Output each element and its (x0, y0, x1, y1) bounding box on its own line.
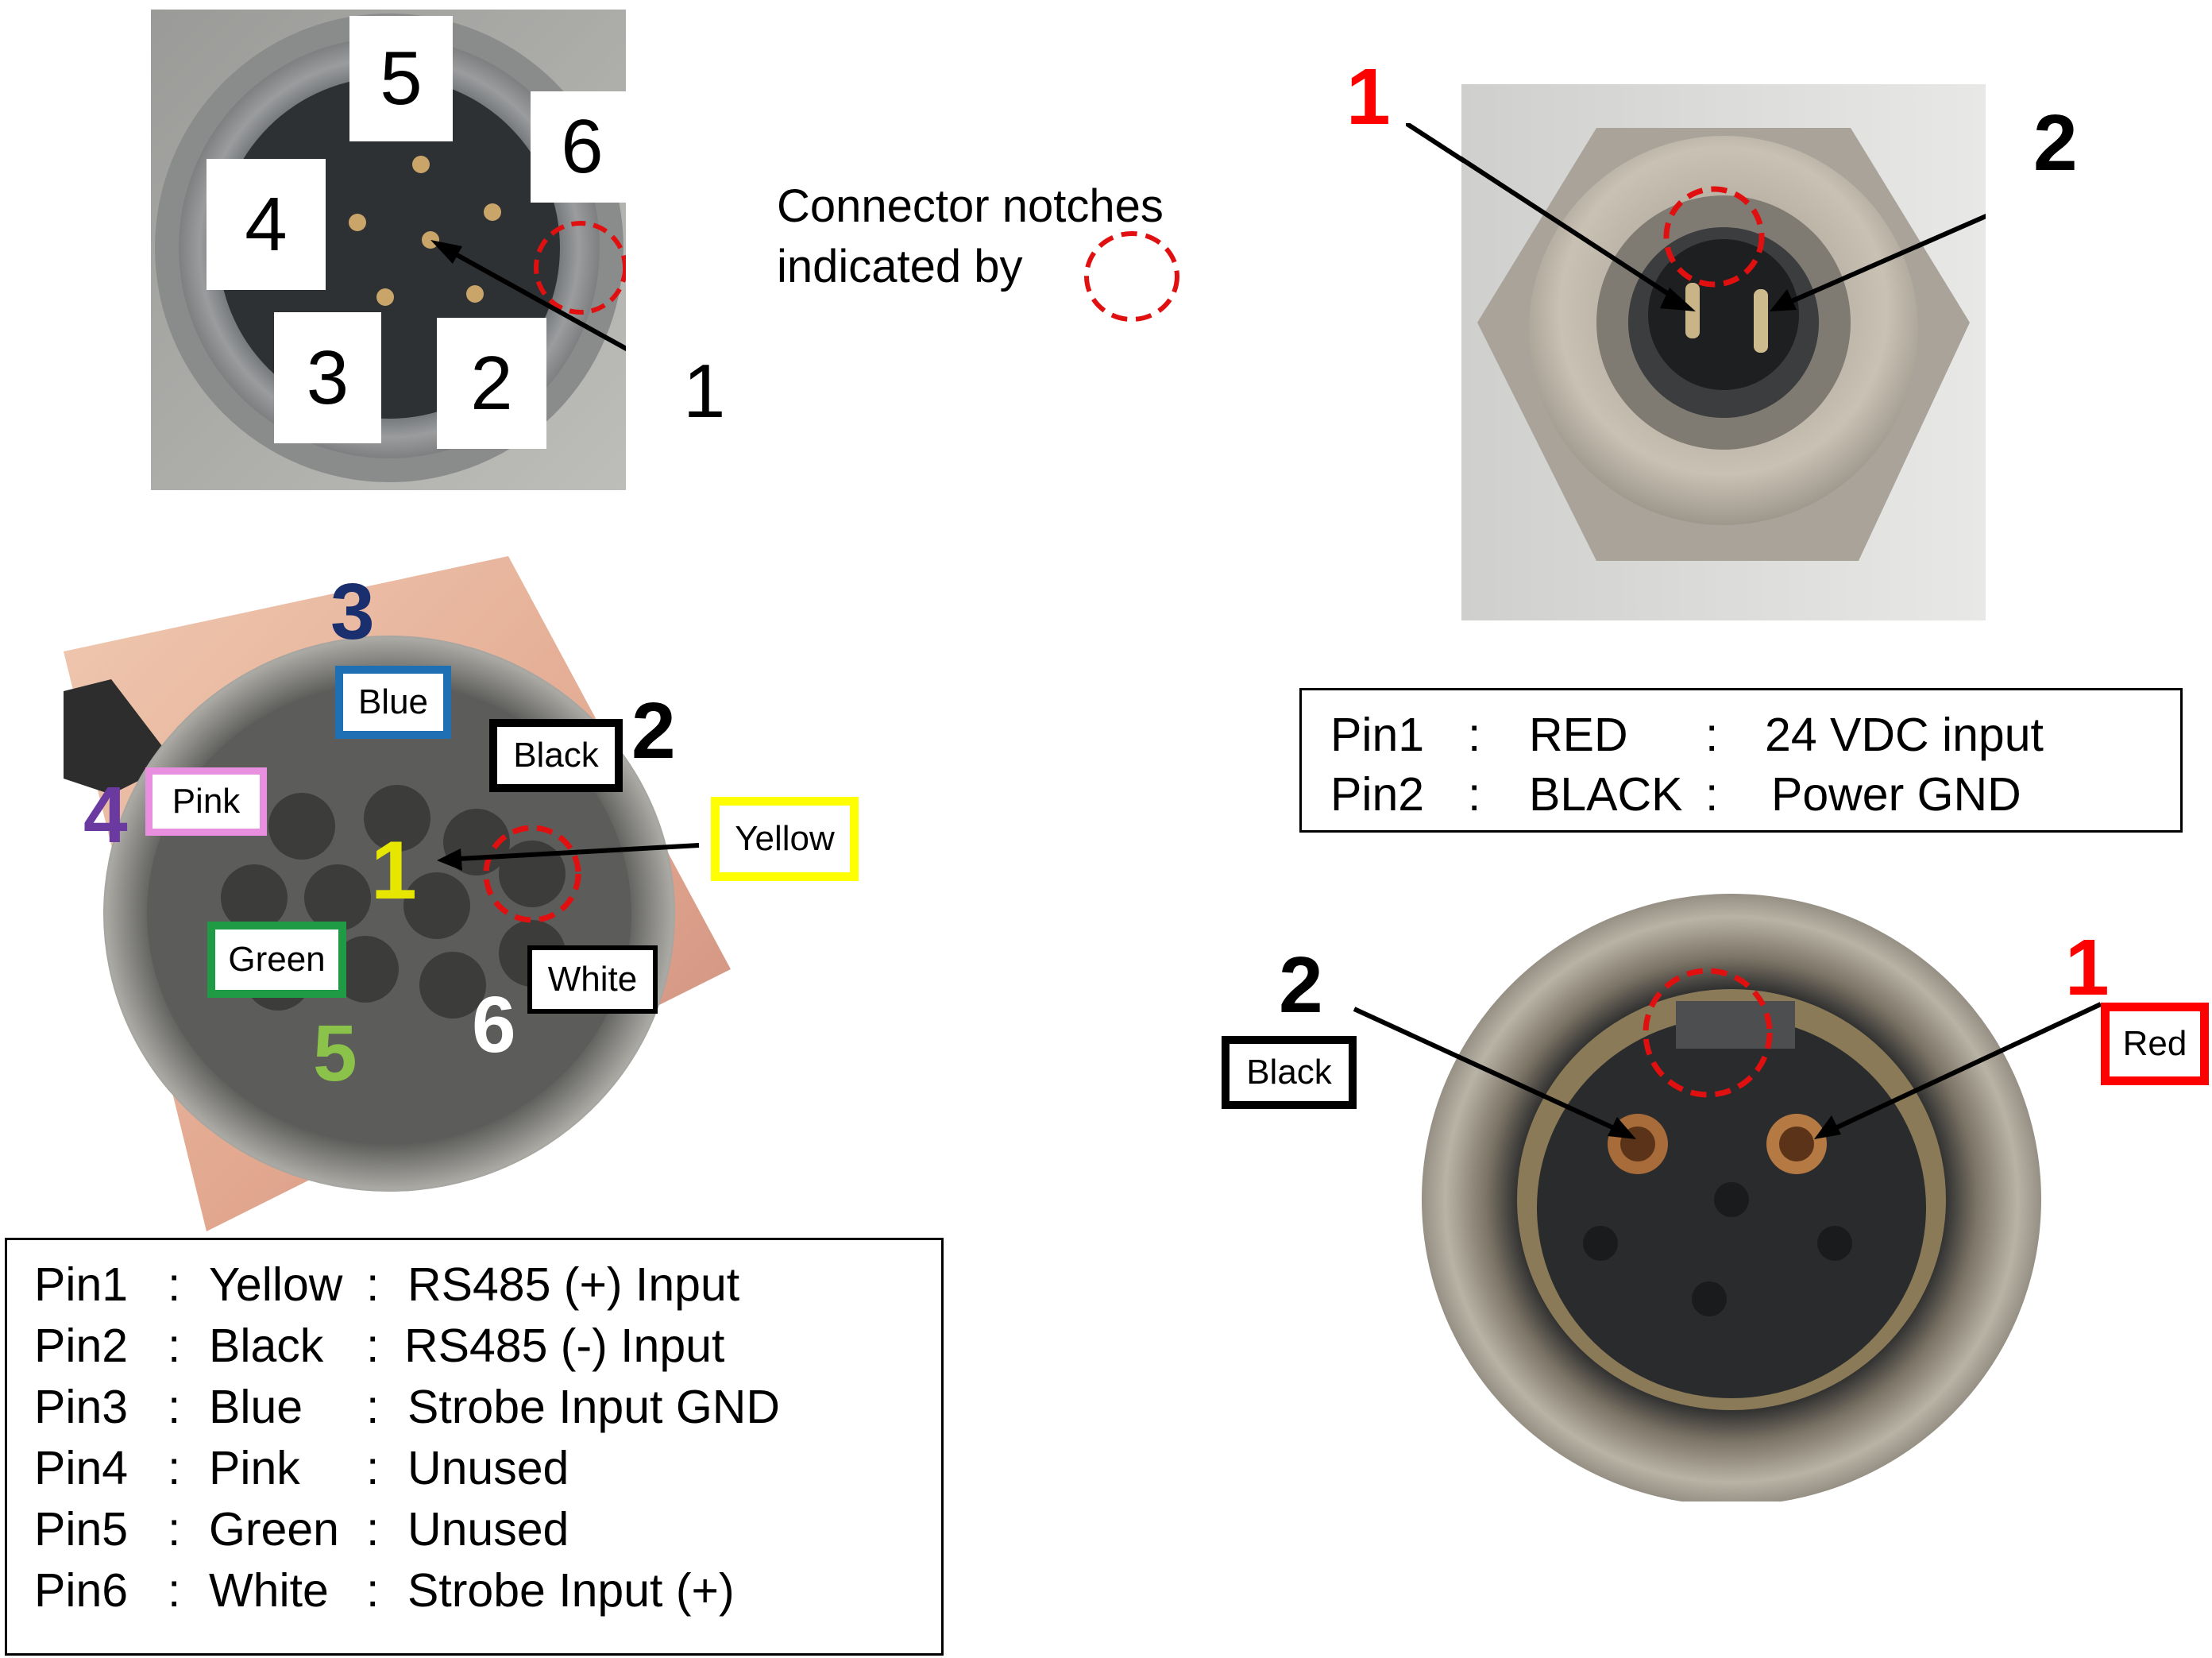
sep-cell: : (366, 1442, 380, 1494)
pin-cell: Pin2 (34, 1320, 129, 1372)
desc-cell: Unused (407, 1503, 569, 1556)
pin-cell: Pin1 (1330, 709, 1425, 761)
color-cell: Pink (209, 1442, 300, 1494)
sep-cell: : (168, 1564, 181, 1617)
color-cell: Green (209, 1503, 339, 1556)
sep-cell: : (366, 1320, 380, 1372)
wire-tag-yellow: Yellow (711, 797, 859, 881)
pin-number-1: 1 (683, 349, 726, 434)
pin-cell: Pin6 (34, 1564, 129, 1617)
color-cell: BLACK (1529, 768, 1683, 821)
pointer-arrow (437, 242, 626, 352)
desc-cell: RS485 (-) Input (404, 1320, 725, 1372)
power-pin-number-1: 1 (1346, 52, 1391, 141)
pin-cell: Pin3 (34, 1381, 129, 1433)
power-pin-table: Pin1 : RED : 24 VDC input Pin2 : BLACK :… (1299, 688, 2183, 833)
sep-cell: : (168, 1381, 181, 1433)
sep-cell: : (1468, 768, 1481, 821)
sep-cell: : (366, 1503, 380, 1556)
color-cell: Black (209, 1320, 324, 1372)
sep-cell: : (168, 1320, 181, 1372)
pin-number-4: 4 (207, 159, 326, 290)
color-cell: Yellow (209, 1258, 343, 1311)
notch-legend: Connector notches indicated by (777, 176, 1164, 297)
power-female-pin-number-1: 1 (2065, 923, 2110, 1012)
pin-number-5: 5 (349, 16, 453, 141)
power-female-pin-number-2: 2 (1279, 941, 1323, 1030)
table-row: Pin1 : RED : 24 VDC input (1330, 708, 2044, 762)
table-row: Pin2 : Black : RS485 (-) Input (34, 1319, 724, 1373)
color-cell: White (209, 1564, 329, 1617)
female-pin-number-6: 6 (472, 980, 516, 1069)
pin-number-2: 2 (437, 318, 546, 449)
female-pin-number-1: 1 (371, 825, 417, 917)
female-pin-number-4: 4 (83, 771, 128, 860)
pin-cell: Pin1 (34, 1258, 129, 1311)
sep-cell: : (168, 1258, 181, 1311)
sep-cell: : (1468, 709, 1481, 761)
female-pin-number-3: 3 (330, 567, 375, 656)
desc-cell: Power GND (1771, 768, 2021, 821)
table-row: Pin4 : Pink : Unused (34, 1441, 569, 1495)
wire-tag-blue: Blue (335, 666, 451, 739)
color-cell: RED (1529, 709, 1628, 761)
sep-cell: : (366, 1564, 380, 1617)
sep-cell: : (1705, 768, 1719, 821)
pin-cell: Pin5 (34, 1503, 129, 1556)
table-row: Pin3 : Blue : Strobe Input GND (34, 1380, 780, 1434)
desc-cell: Strobe Input GND (407, 1381, 780, 1433)
wire-tag-white: White (527, 945, 658, 1014)
female-pin-number-5: 5 (313, 1009, 357, 1098)
female-pin-number-2: 2 (631, 686, 676, 775)
notch-legend-line2: indicated by (777, 241, 1023, 292)
signal-pin-table: Pin1 : Yellow : RS485 (+) Input Pin2 : B… (5, 1238, 944, 1656)
table-row: Pin5 : Green : Unused (34, 1502, 569, 1556)
connector-2pin-male-drawing (1461, 84, 1986, 620)
pin-number-6: 6 (531, 91, 634, 203)
wire-tag-black: Black (489, 719, 623, 792)
wire-tag-pink: Pink (145, 767, 267, 836)
pointer-arrow-extension (1406, 123, 1469, 163)
desc-cell: Strobe Input (+) (407, 1564, 735, 1617)
color-cell: Blue (209, 1381, 303, 1433)
table-row: Pin2 : BLACK : Power GND (1330, 767, 2021, 821)
notch-indicator-icon (1084, 231, 1179, 322)
pin-number-3: 3 (274, 312, 381, 443)
desc-cell: 24 VDC input (1765, 709, 2044, 761)
wire-tag-green: Green (207, 922, 346, 998)
sep-cell: : (1705, 709, 1719, 761)
pointer-arrows (1353, 1002, 2102, 1139)
connector-power-female-drawing (1422, 894, 2041, 1501)
power-pin-number-2: 2 (2033, 99, 2078, 187)
wire-tag-power-black: Black (1222, 1036, 1357, 1109)
notch-legend-line1: Connector notches (777, 180, 1164, 232)
sep-cell: : (366, 1381, 380, 1433)
sep-cell: : (168, 1442, 181, 1494)
pin-cell: Pin2 (1330, 768, 1425, 821)
connector-photo-2pin-male (1461, 84, 1986, 620)
connector-photo-power-female (1414, 882, 2065, 1501)
wire-tag-power-red: Red (2101, 1003, 2209, 1085)
desc-cell: RS485 (+) Input (407, 1258, 740, 1311)
desc-cell: Unused (407, 1442, 569, 1494)
pin-cell: Pin4 (34, 1442, 129, 1494)
table-row: Pin1 : Yellow : RS485 (+) Input (34, 1258, 739, 1312)
sep-cell: : (366, 1258, 380, 1311)
sep-cell: : (168, 1503, 181, 1556)
table-row: Pin6 : White : Strobe Input (+) (34, 1563, 735, 1617)
